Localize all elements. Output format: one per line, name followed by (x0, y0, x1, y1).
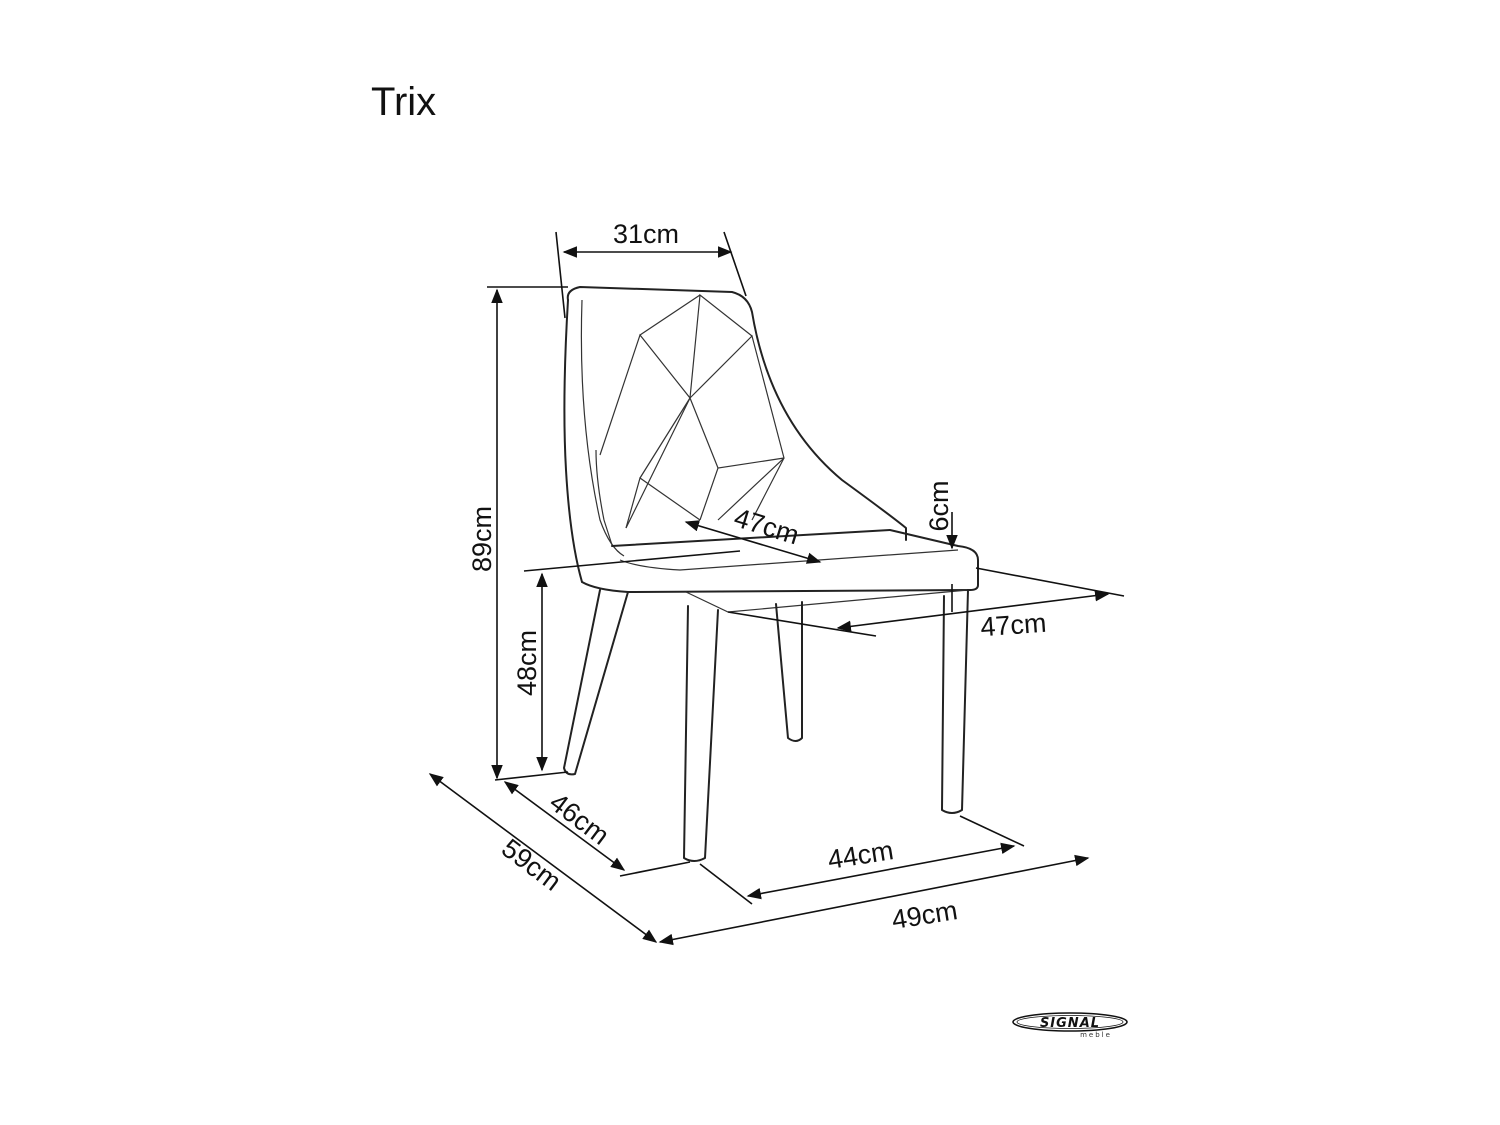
chair-outline (563, 286, 979, 862)
logo-sub: meble (1080, 1031, 1112, 1039)
label-total-width: 49cm (890, 895, 960, 935)
label-total-height: 89cm (467, 506, 497, 572)
label-seat-depth-inner: 47cm (731, 502, 803, 550)
label-leg-depth: 46cm (544, 787, 615, 851)
label-seat-width: 47cm (979, 608, 1047, 643)
signal-logo: SIGNAL meble (1012, 1012, 1128, 1039)
label-backrest-width: 31cm (613, 219, 679, 249)
product-title: Trix (371, 80, 437, 124)
logo-brand: SIGNAL (1040, 1016, 1100, 1031)
label-leg-width: 44cm (826, 835, 896, 875)
label-seat-height: 48cm (512, 630, 542, 696)
dimension-lines (428, 231, 1125, 946)
label-total-depth: 59cm (496, 833, 567, 897)
label-backrest-height: 6cm (924, 480, 954, 531)
